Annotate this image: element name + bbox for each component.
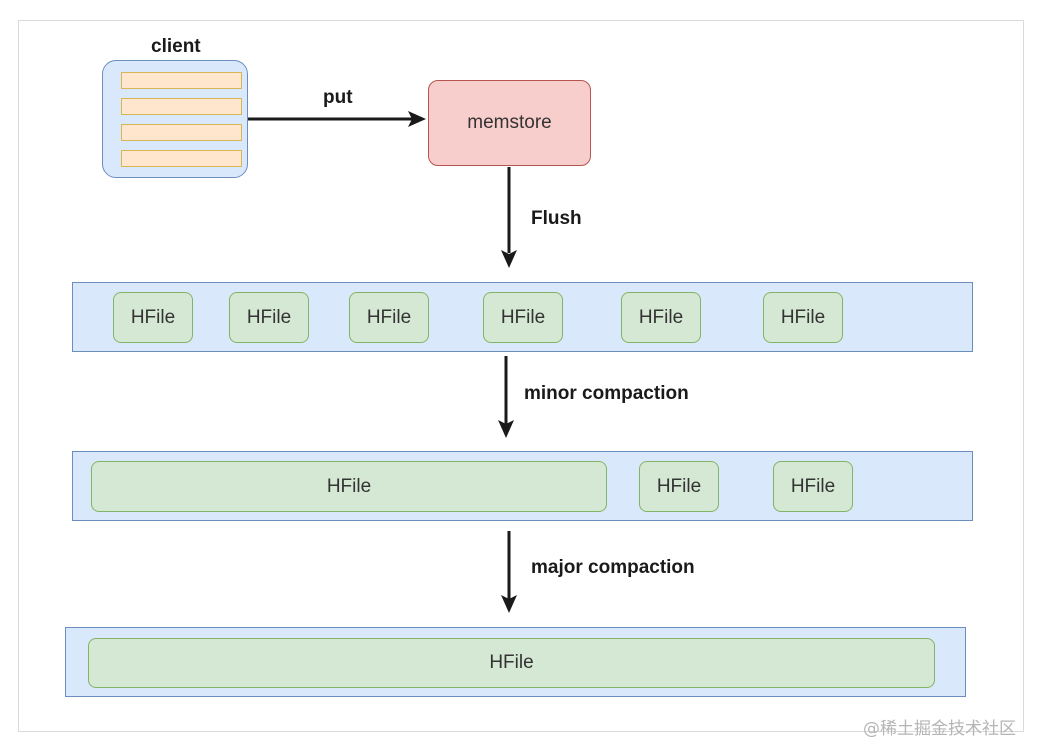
hfile-box: HFile	[91, 461, 607, 512]
hfile-box: HFile	[88, 638, 935, 688]
client-entry	[121, 72, 242, 89]
hfile-lane-level-1: HFile HFile HFile HFile HFile HFile	[72, 282, 973, 352]
hfile-box: HFile	[621, 292, 701, 343]
hfile-box: HFile	[349, 292, 429, 343]
hfile-box: HFile	[639, 461, 719, 512]
client-box	[102, 60, 248, 178]
major-compaction-arrow-head	[501, 595, 517, 613]
client-entry	[121, 124, 242, 141]
hfile-lane-level-2: HFile HFile HFile	[72, 451, 973, 521]
put-label: put	[323, 87, 353, 108]
memstore-box: memstore	[428, 80, 591, 166]
watermark-text: @稀土掘金技术社区	[863, 719, 1016, 739]
hfile-box: HFile	[113, 292, 193, 343]
minor-compaction-arrow-head	[498, 420, 514, 438]
client-label: client	[151, 36, 201, 57]
hfile-box: HFile	[773, 461, 853, 512]
major-compaction-label: major compaction	[531, 557, 695, 578]
flush-label: Flush	[531, 208, 582, 229]
put-arrow-head	[408, 111, 426, 127]
hfile-box: HFile	[483, 292, 563, 343]
client-entry	[121, 150, 242, 167]
hfile-box: HFile	[229, 292, 309, 343]
flush-arrow-head	[501, 250, 517, 268]
hfile-box: HFile	[763, 292, 843, 343]
minor-compaction-label: minor compaction	[524, 383, 689, 404]
hfile-lane-level-3: HFile	[65, 627, 966, 697]
client-entry	[121, 98, 242, 115]
